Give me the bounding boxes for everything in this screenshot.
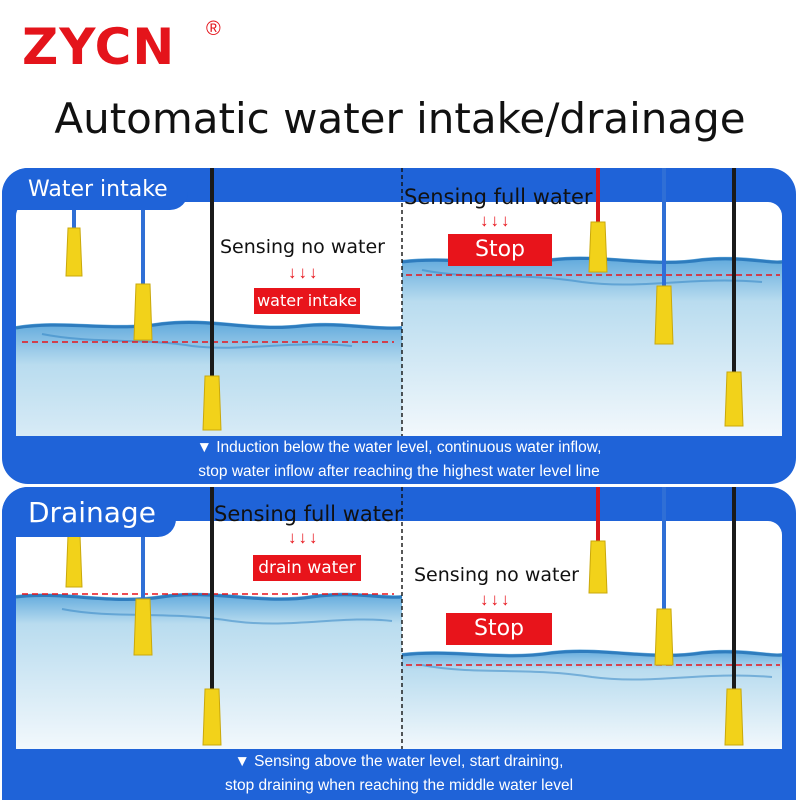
registered-mark: ®: [206, 18, 221, 40]
intake-stop-box: Stop: [448, 234, 552, 266]
drain-left-sensing-label: Sensing full water: [214, 502, 403, 526]
drainage-scene: [15, 487, 783, 749]
intake-caption-line1: ▼ Induction below the water level, conti…: [196, 439, 602, 456]
intake-right-sensing-label: Sensing full water: [404, 185, 593, 209]
drainage-panel: Drainage Sensing full water ↓↓↓ drain wa…: [2, 487, 796, 800]
intake-scene: [15, 168, 783, 484]
drain-action-box: drain water: [253, 555, 361, 581]
drain-left-arrows: ↓↓↓: [288, 528, 320, 547]
probe-mid-left: [133, 202, 153, 341]
intake-panel: Water intake Sensing no water ↓↓↓ water …: [2, 168, 796, 484]
drain-caption-line1: ▼ Sensing above the water level, start d…: [234, 753, 564, 770]
probe-long-left: [202, 168, 222, 431]
probe-mid-right: [654, 168, 674, 345]
drain-probe-short-right: [588, 487, 608, 594]
drain-caption-line2: stop draining when reaching the middle w…: [224, 777, 574, 794]
intake-left-sensing-label: Sensing no water: [220, 236, 385, 258]
probe-short-left: [65, 202, 83, 277]
brand-logo: ZYCN: [22, 18, 176, 76]
intake-right-arrows: ↓↓↓: [480, 211, 512, 230]
page-title: Automatic water intake/drainage: [54, 94, 746, 143]
drain-probe-long-left: [202, 487, 222, 746]
intake-left-arrows: ↓↓↓: [288, 263, 320, 282]
drain-right-arrows: ↓↓↓: [480, 590, 512, 609]
intake-action-box: water intake: [254, 288, 360, 314]
drainage-tab: Drainage: [2, 487, 176, 537]
drain-probe-mid-right: [654, 487, 674, 666]
intake-tab: Water intake: [2, 168, 188, 210]
intake-caption-line2: stop water inflow after reaching the hig…: [198, 463, 600, 480]
drain-probe-long-right: [724, 487, 744, 746]
probe-short-right: [588, 168, 608, 273]
probe-long-right: [724, 168, 744, 427]
drain-right-sensing-label: Sensing no water: [414, 564, 579, 586]
drain-stop-box: Stop: [446, 613, 552, 645]
